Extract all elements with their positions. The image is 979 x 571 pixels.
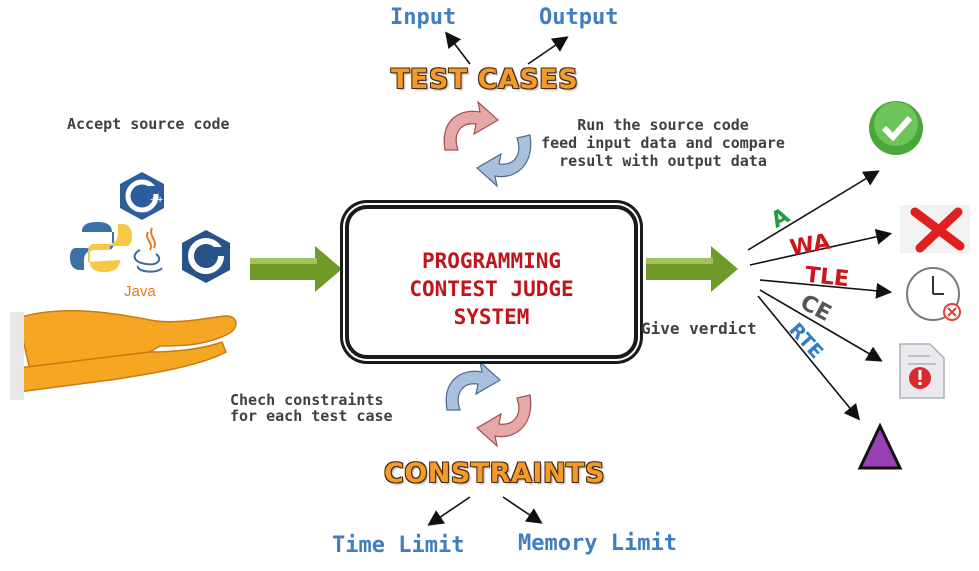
cycle-arrows-top (443, 100, 532, 188)
arrow-to-output (527, 36, 569, 65)
arrow-to-input (445, 31, 471, 65)
constraints-note-line-2: for each test case (230, 407, 393, 425)
c-logo-icon (182, 230, 230, 283)
constraints-note: Chech constraints for each test case (230, 392, 393, 424)
judge-title-line-2: CONTEST JUDGE (409, 277, 574, 301)
java-logo-icon (133, 227, 163, 273)
run-note: Run the source code feed input data and … (528, 116, 798, 170)
arrow-to-time-limit (427, 496, 471, 526)
arrow-to-compile-error (759, 289, 883, 362)
arrow-to-runtime-error (757, 295, 861, 421)
python-logo-icon (70, 222, 132, 272)
run-note-line-3: result with output data (559, 152, 767, 170)
constraints-note-line-1: Chech constraints (230, 391, 384, 409)
constraints-title: CONSTRAINTS (384, 458, 605, 489)
cycle-arrows-bottom (445, 360, 532, 448)
accept-source-note: Accept source code (67, 115, 230, 133)
run-note-line-1: Run the source code (577, 116, 749, 134)
arrow-to-time-limit-exceeded (759, 279, 893, 299)
judge-title-line-3: SYSTEM (453, 305, 530, 329)
time-limit-label: Time Limit (332, 533, 465, 558)
check-icon (869, 101, 923, 155)
test-cases-title: TEST CASES (391, 64, 579, 95)
verdict-time-limit-exceeded: TLE (803, 262, 851, 293)
input-label: Input (390, 5, 457, 30)
arrow-to-memory-limit (502, 496, 543, 524)
green-arrow-right (646, 246, 738, 292)
clock-icon (906, 267, 961, 321)
svg-text:++: ++ (150, 195, 163, 204)
error-document-icon (899, 343, 945, 399)
judge-system-box: PROGRAMMING CONTEST JUDGE SYSTEM (345, 205, 638, 359)
judge-system-title: PROGRAMMING CONTEST JUDGE SYSTEM (349, 247, 634, 331)
judge-title-line-1: PROGRAMMING (421, 249, 562, 273)
cpp-logo-icon: ++ (120, 172, 164, 220)
java-label: Java (124, 283, 156, 300)
x-mark-icon (900, 205, 970, 253)
memory-limit-label: Memory Limit (518, 531, 677, 556)
run-note-line-2: feed input data and compare (541, 134, 785, 152)
give-verdict-note: Give verdict (641, 319, 757, 338)
triangle-icon (857, 422, 903, 470)
hand-icon (10, 310, 237, 400)
arrow-to-accepted (747, 170, 880, 251)
arrow-to-wrong-answer (749, 228, 893, 266)
green-arrow-left (250, 246, 342, 292)
output-label: Output (539, 5, 619, 30)
